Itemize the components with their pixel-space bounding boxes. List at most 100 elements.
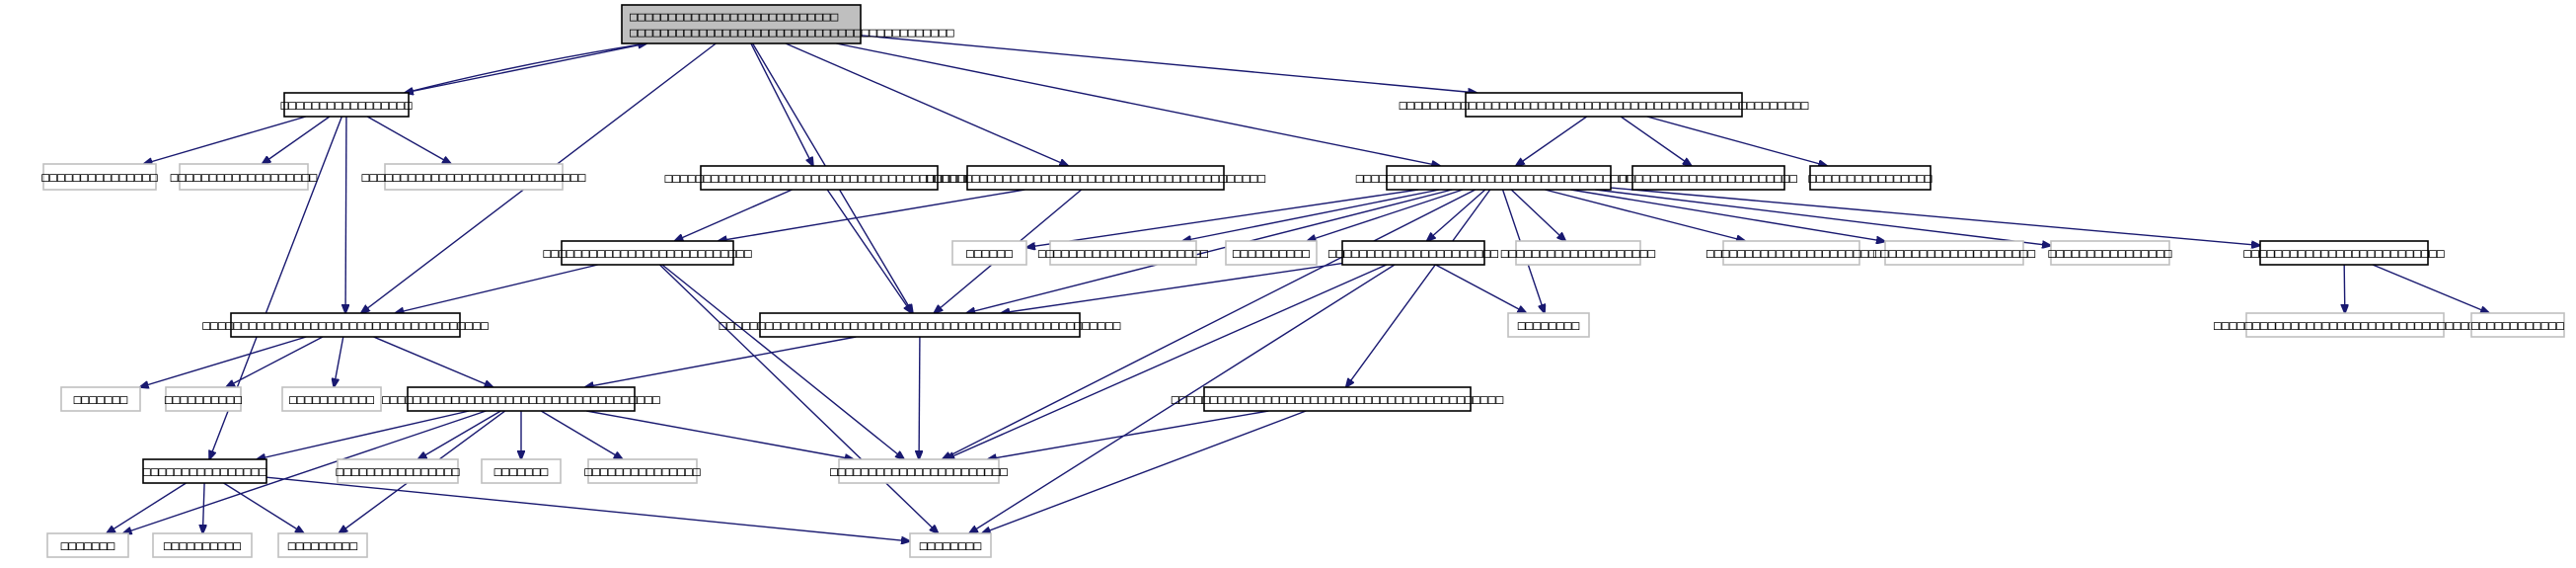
- node-n_d-label-0: □□□□□□□□□□□□□□□□□□□□□□□□□□□□□□□□□□□□□: [1356, 172, 1642, 187]
- node-n_d9b: □□□□□□□□□□□□: [2470, 312, 2565, 338]
- node-n_l4-box: [909, 532, 992, 558]
- node-n_d8-box: [2050, 240, 2170, 266]
- node-n_i3: □□□□□□□□□□□□□□□: [584, 458, 701, 484]
- node-n_d1: □□□□□□: [951, 240, 1027, 266]
- node-n_d9b-label-0: □□□□□□□□□□□□: [2471, 319, 2564, 334]
- edge-n_m-to-n_k: [988, 410, 1269, 459]
- node-n_d5-box: [1515, 240, 1641, 266]
- edge-n_e-to-n_d: [1516, 116, 1588, 166]
- edge-n_d-to-n_d7: [1570, 189, 1885, 241]
- edge-layer: [107, 35, 2489, 541]
- edge-n_d-to-n_d2: [1182, 189, 1440, 241]
- edge-n_b-to-n_f: [674, 189, 793, 241]
- node-n_d7-label-0: □□□□□□□□□□□□□□□□□□□□□: [1873, 247, 2036, 262]
- node-n_d4a-box: [1507, 312, 1590, 338]
- node-n_m-label-0: □□□□□□□□□□□□□□□□□□□□□□□□□□□□□□□□□□□□□□□□…: [1172, 393, 1504, 408]
- edge-root-to-n_d: [836, 42, 1440, 166]
- node-n_c[interactable]: □□□□□□□□□□□□□□□□□□□□□□□□□□□□□□□□□□□□□□□□…: [926, 165, 1266, 191]
- node-n_e-label-0: □□□□□□□□□□□□□□□□□□□□□□□□□□□□□□□□□□□□□□□□…: [1400, 99, 1809, 114]
- edge-n_j-to-n_l2: [202, 482, 204, 533]
- edge-n_a-to-n_a1: [144, 116, 307, 164]
- node-n_f[interactable]: □□□□□□□□□□□□□□□□□□□□□□□□□□□: [543, 240, 752, 266]
- node-n_i1: □□□□□□□□□□□□□□□□: [336, 458, 460, 484]
- node-n_i3-label-0: □□□□□□□□□□□□□□□: [584, 465, 701, 480]
- node-n_a3-box: [384, 163, 564, 191]
- edge-n_g-to-n_i: [585, 336, 857, 387]
- node-n_a3: □□□□□□□□□□□□□□□□□□□□□□□□□□□□□: [362, 163, 586, 191]
- node-n_d6-box: [1722, 240, 1860, 266]
- node-root[interactable]: □□□□□□□□□□□□□□□□□□□□□□□□□□□□□□□□□□□□□□□□…: [621, 4, 954, 44]
- node-n_d2-label-0: □□□□□□□□□□□□□□□□□□□□□□: [1038, 247, 1208, 262]
- edge-n_a-to-n_a2: [263, 116, 331, 164]
- node-n_f-box: [561, 240, 734, 266]
- node-n_b[interactable]: □□□□□□□□□□□□□□□□□□□□□□□□□□□□□□□□□□□□□□□□: [664, 165, 974, 191]
- edge-n_d4-to-n_l4: [969, 264, 1396, 533]
- node-n_d4[interactable]: □□□□□□□□□□□□□□□□□□□□□□: [1328, 240, 1498, 266]
- node-n_a[interactable]: □□□□□□□□□□□□□□□□□: [280, 92, 413, 118]
- node-n_a2-label-0: □□□□□□□□□□□□□□□□□□□: [171, 171, 318, 186]
- edge-root-to-n_a: [405, 42, 647, 93]
- node-n_g[interactable]: □□□□□□□□□□□□□□□□□□□□□□□□□□□□□□□□□□□□□□□□…: [720, 312, 1121, 338]
- node-n_l2: □□□□□□□□□□: [152, 532, 253, 558]
- node-n_l1: □□□□□□□: [46, 532, 129, 558]
- node-n_d9[interactable]: □□□□□□□□□□□□□□□□□□□□□□□□□□: [2243, 240, 2445, 266]
- edge-root-to-n_e: [860, 35, 1477, 93]
- edge-n_a-to-n_j: [209, 116, 343, 459]
- node-n_d1-box: [951, 240, 1027, 266]
- node-n_d9a: □□□□□□□□□□□□□□□□□□□□□□□□□□□□□□□□□□: [2214, 312, 2476, 338]
- node-n_d4a: □□□□□□□□: [1507, 312, 1590, 338]
- node-n_e2[interactable]: □□□□□□□□□□□□□□□□: [1808, 165, 1932, 191]
- node-n_h3-box: [281, 386, 382, 412]
- node-n_j[interactable]: □□□□□□□□□□□□□□□□: [142, 458, 267, 484]
- edge-n_i-to-n_i1: [418, 410, 501, 459]
- node-n_a1: □□□□□□□□□□□□□□□: [41, 163, 158, 191]
- node-n_d7-box: [1884, 240, 2024, 266]
- edge-n_f-to-n_k: [661, 264, 904, 459]
- node-n_l2-label-0: □□□□□□□□□□: [164, 539, 241, 554]
- node-n_e1[interactable]: □□□□□□□□□□□□□□□□□□□□□□□: [1620, 165, 1797, 191]
- node-n_h1-box: [60, 386, 141, 412]
- edge-n_e-to-n_e1: [1620, 116, 1692, 166]
- edge-n_d4-to-n_g: [1001, 262, 1343, 313]
- node-n_j-label-0: □□□□□□□□□□□□□□□□: [143, 465, 266, 480]
- node-n_i[interactable]: □□□□□□□□□□□□□□□□□□□□□□□□□□□□□□□□□□□□: [382, 386, 660, 412]
- node-n_l3-box: [277, 532, 368, 558]
- node-root-box: [621, 4, 862, 44]
- node-n_d9b-box: [2470, 312, 2565, 338]
- edge-n_d-to-n_g: [966, 189, 1453, 313]
- node-n_b-label-0: □□□□□□□□□□□□□□□□□□□□□□□□□□□□□□□□□□□□□□□□: [664, 172, 973, 187]
- node-n_i3-box: [587, 458, 698, 484]
- edge-n_d-to-n_k: [943, 189, 1477, 459]
- node-n_h[interactable]: □□□□□□□□□□□□□□□□□□□□□□□□□□□□□□□□□□□□□: [202, 312, 489, 338]
- node-n_l3: □□□□□□□□□: [277, 532, 368, 558]
- node-n_a3-label-0: □□□□□□□□□□□□□□□□□□□□□□□□□□□□□: [362, 171, 586, 186]
- node-n_b-box: [700, 165, 939, 191]
- edge-n_d-to-n_d4: [1427, 189, 1486, 241]
- node-n_d5-label-0: □□□□□□□□□□□□□□□□□□□□: [1501, 247, 1656, 262]
- node-n_f-label-0: □□□□□□□□□□□□□□□□□□□□□□□□□□□: [543, 247, 751, 262]
- node-n_i-label-0: □□□□□□□□□□□□□□□□□□□□□□□□□□□□□□□□□□□□: [382, 393, 660, 408]
- node-n_d1-label-0: □□□□□□: [966, 247, 1013, 262]
- node-n_e-box: [1465, 92, 1743, 118]
- edge-n_c-to-n_f: [719, 189, 1025, 241]
- node-n_a-box: [283, 92, 410, 118]
- node-n_d[interactable]: □□□□□□□□□□□□□□□□□□□□□□□□□□□□□□□□□□□□□: [1356, 165, 1642, 191]
- node-n_k-box: [838, 458, 1000, 484]
- node-n_d8-label-0: □□□□□□□□□□□□□□□□: [2048, 247, 2171, 262]
- node-n_a2-box: [179, 163, 309, 191]
- edge-n_j-to-n_l4: [265, 476, 910, 541]
- node-n_m-box: [1203, 386, 1472, 412]
- node-n_l1-box: [46, 532, 129, 558]
- node-n_a2: □□□□□□□□□□□□□□□□□□□: [171, 163, 318, 191]
- node-n_l1-label-0: □□□□□□□: [61, 539, 115, 554]
- node-n_g-box: [759, 312, 1081, 338]
- node-n_e2-box: [1809, 165, 1932, 191]
- node-n_m[interactable]: □□□□□□□□□□□□□□□□□□□□□□□□□□□□□□□□□□□□□□□□…: [1172, 386, 1504, 412]
- node-n_l3-label-0: □□□□□□□□□: [288, 539, 358, 554]
- edge-n_d9-to-n_d9a: [2344, 264, 2345, 313]
- node-n_h3: □□□□□□□□□□□: [281, 386, 382, 412]
- edge-n_h-to-n_h2: [226, 336, 324, 387]
- edge-n_a-to-n_h: [345, 116, 346, 313]
- edge-n_h-to-n_h1: [140, 336, 307, 387]
- node-n_e[interactable]: □□□□□□□□□□□□□□□□□□□□□□□□□□□□□□□□□□□□□□□□…: [1400, 92, 1809, 118]
